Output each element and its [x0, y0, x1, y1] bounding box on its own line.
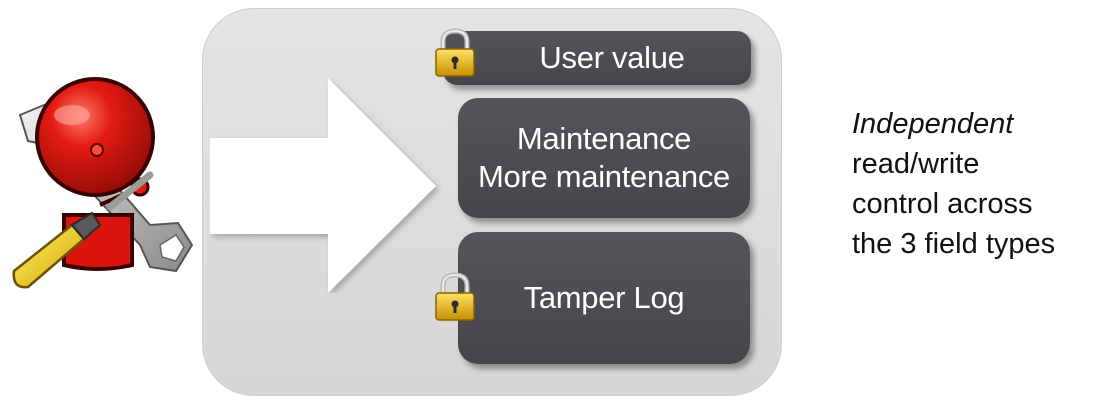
bell-dome	[35, 77, 155, 197]
caption-line1: read/write	[852, 148, 980, 180]
caption-emphasis: Independent	[852, 108, 1014, 140]
arrow-right-icon	[210, 78, 436, 293]
padlock-icon	[435, 272, 475, 321]
user-value-box: User value	[443, 31, 751, 85]
maintenance-label-line1: Maintenance	[516, 121, 692, 156]
maintenance-box: Maintenance More maintenance	[458, 98, 750, 218]
caption-line2: control across	[852, 188, 1033, 220]
alarm-bell-icon	[12, 77, 194, 289]
caption-line3: the 3 field types	[852, 228, 1056, 260]
maintenance-label-line2: More maintenance	[478, 159, 730, 194]
padlock-icon	[435, 28, 475, 77]
user-value-label: User value	[539, 40, 685, 75]
tamper-log-label: Tamper Log	[523, 280, 685, 315]
screwdriver-icon	[12, 171, 154, 289]
tamper-log-box: Tamper Log	[458, 232, 750, 364]
caption: Independent read/write control across th…	[852, 104, 1092, 264]
